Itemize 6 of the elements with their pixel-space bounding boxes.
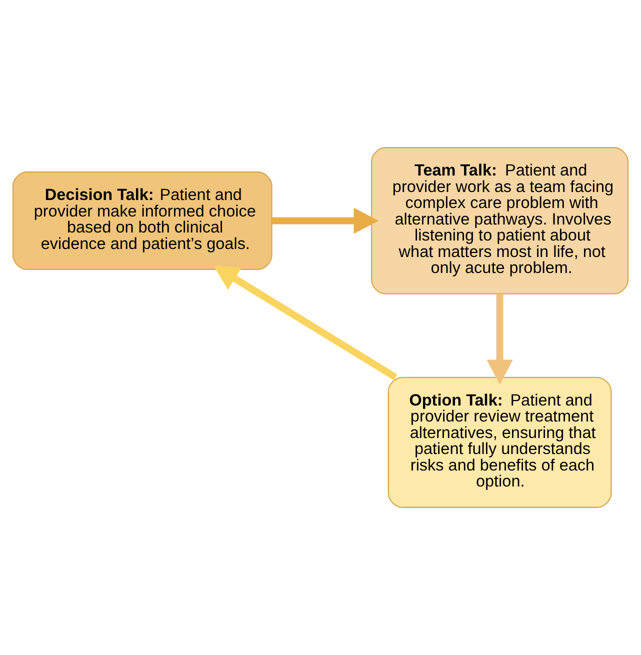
arrow bbox=[214, 266, 398, 380]
arrow bbox=[486, 294, 513, 385]
node-box: Option Talk: Patient and provider review treatment alternatives, ensuring that patient fully understands risks and benefits of each option. bbox=[388, 376, 612, 508]
node-box: Team Talk: Patient and provider work as a team facing complex care problem with alternative pathways. Involves listening to patient about what matters most in life, not only acute problem. bbox=[370, 147, 629, 294]
arrow bbox=[272, 208, 379, 234]
node-box: Decision Talk: Patient and provider make informed choice based on both clinical evidence and patient’s goals. bbox=[12, 171, 272, 270]
